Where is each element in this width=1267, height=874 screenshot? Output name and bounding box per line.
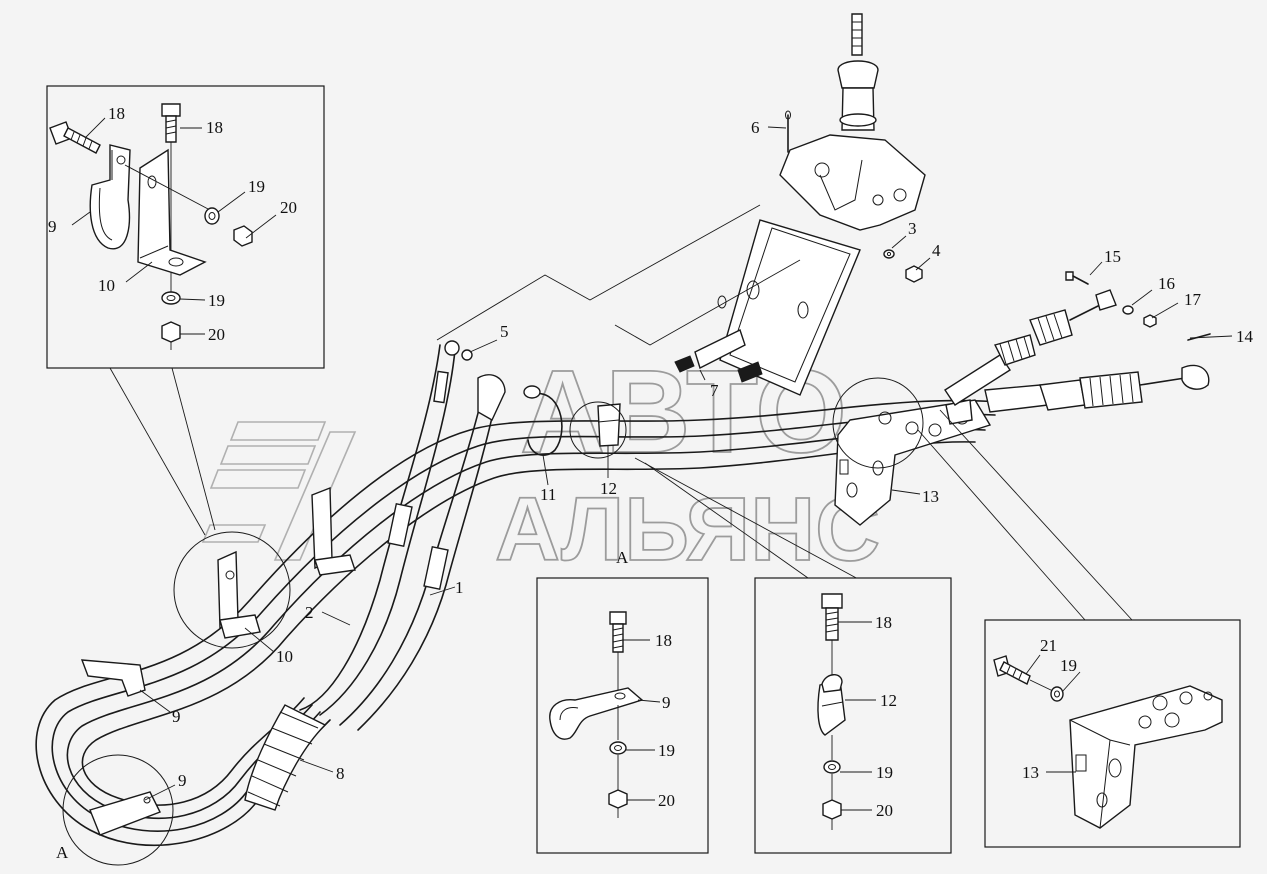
rod-end-14 — [1181, 364, 1210, 390]
label-2: 2 — [305, 603, 314, 622]
label-19-box4: 19 — [1060, 656, 1077, 675]
label-20-box2: 20 — [658, 791, 675, 810]
label-6: 6 — [751, 118, 760, 137]
clamp-11-tab — [523, 385, 541, 399]
rod-end-16 — [1095, 289, 1117, 311]
label-8: 8 — [336, 764, 345, 783]
label-20-box1-upper: 20 — [280, 198, 297, 217]
label-3: 3 — [908, 219, 917, 238]
label-9-box1: 9 — [48, 217, 57, 236]
lever-bracket-plate — [719, 219, 861, 396]
label-20-box1-lower: 20 — [208, 325, 225, 344]
detail-box-clamp-12 — [754, 577, 952, 854]
part-labels: 1 2 3 4 5 6 7 8 9 9 10 11 12 13 14 15 16… — [48, 104, 1254, 862]
label-14: 14 — [1236, 327, 1254, 346]
label-11: 11 — [540, 485, 556, 504]
detail-box-bracket-13 — [984, 619, 1241, 848]
detail-box-clamp-9 — [536, 577, 709, 854]
watermark-line2: АЛЬЯНС — [495, 480, 880, 580]
label-9-main-upper: 9 — [172, 707, 181, 726]
label-13-main: 13 — [922, 487, 939, 506]
label-10-box1: 10 — [98, 276, 115, 295]
lever-housing — [779, 134, 926, 231]
detail-circle-13 — [832, 377, 924, 469]
detail-circle-12 — [569, 401, 627, 459]
label-1: 1 — [455, 578, 464, 597]
loop-brackets — [80, 486, 356, 836]
clamp-11 — [527, 392, 563, 456]
cable-ferrule-2 — [387, 502, 413, 548]
label-15: 15 — [1104, 247, 1121, 266]
ball-socket-5 — [461, 349, 473, 361]
label-19-box1-lower: 19 — [208, 291, 225, 310]
cable-rod-end — [433, 370, 449, 404]
label-20-box3: 20 — [876, 801, 893, 820]
view-mark-detail: A — [616, 548, 629, 567]
washer-3 — [883, 249, 895, 259]
ball-joint-5 — [444, 340, 460, 356]
leader-lines — [71, 117, 1233, 811]
view-mark-main: A — [56, 843, 69, 862]
label-7: 7 — [710, 381, 719, 400]
clamp-9-upper — [80, 659, 146, 697]
lever-rod — [851, 13, 863, 56]
clip-7 — [694, 329, 746, 370]
label-18-box1-left: 18 — [108, 104, 125, 123]
label-18-box3: 18 — [875, 613, 892, 632]
bracket-10-detail — [217, 550, 239, 630]
clamp-12 — [597, 403, 621, 447]
label-16: 16 — [1158, 274, 1175, 293]
label-12-main: 12 — [600, 479, 617, 498]
watermark-logo — [201, 421, 357, 561]
label-18-box2: 18 — [655, 631, 672, 650]
label-9-box2: 9 — [662, 693, 671, 712]
pin-14 — [1187, 333, 1211, 341]
detail-circle-10 — [173, 531, 291, 649]
label-9-main-lower: 9 — [178, 771, 187, 790]
detail-box-top-left — [46, 85, 325, 369]
label-10-main: 10 — [276, 647, 293, 666]
label-4: 4 — [932, 241, 941, 260]
label-13-box4: 13 — [1022, 763, 1039, 782]
nut-4 — [905, 265, 923, 283]
label-19-box1-upper: 19 — [248, 177, 265, 196]
label-19-box3: 19 — [876, 763, 893, 782]
bolt-15 — [1065, 271, 1074, 281]
detail-circles — [62, 204, 1133, 866]
cable-end-fitting — [477, 374, 506, 421]
label-17: 17 — [1184, 290, 1202, 309]
bracket-13 — [834, 399, 992, 526]
washer-16 — [1122, 305, 1134, 315]
label-5: 5 — [500, 322, 509, 341]
label-21: 21 — [1040, 636, 1057, 655]
clamp-9-lower — [89, 791, 161, 836]
cable-ferrule-1 — [423, 545, 449, 591]
label-18-box1-right: 18 — [206, 118, 223, 137]
bracket-10-upper — [311, 486, 333, 570]
cable-boot-8 — [244, 704, 327, 811]
lever-knob-base — [837, 60, 879, 89]
gear-lever-assembly — [674, 13, 926, 396]
cable-ends-right — [944, 271, 1211, 413]
label-19-box2: 19 — [658, 741, 675, 760]
detail-circle-9 — [62, 754, 174, 866]
nut-17 — [1143, 314, 1157, 328]
boot-upper — [993, 334, 1036, 366]
label-12-box3: 12 — [880, 691, 897, 710]
